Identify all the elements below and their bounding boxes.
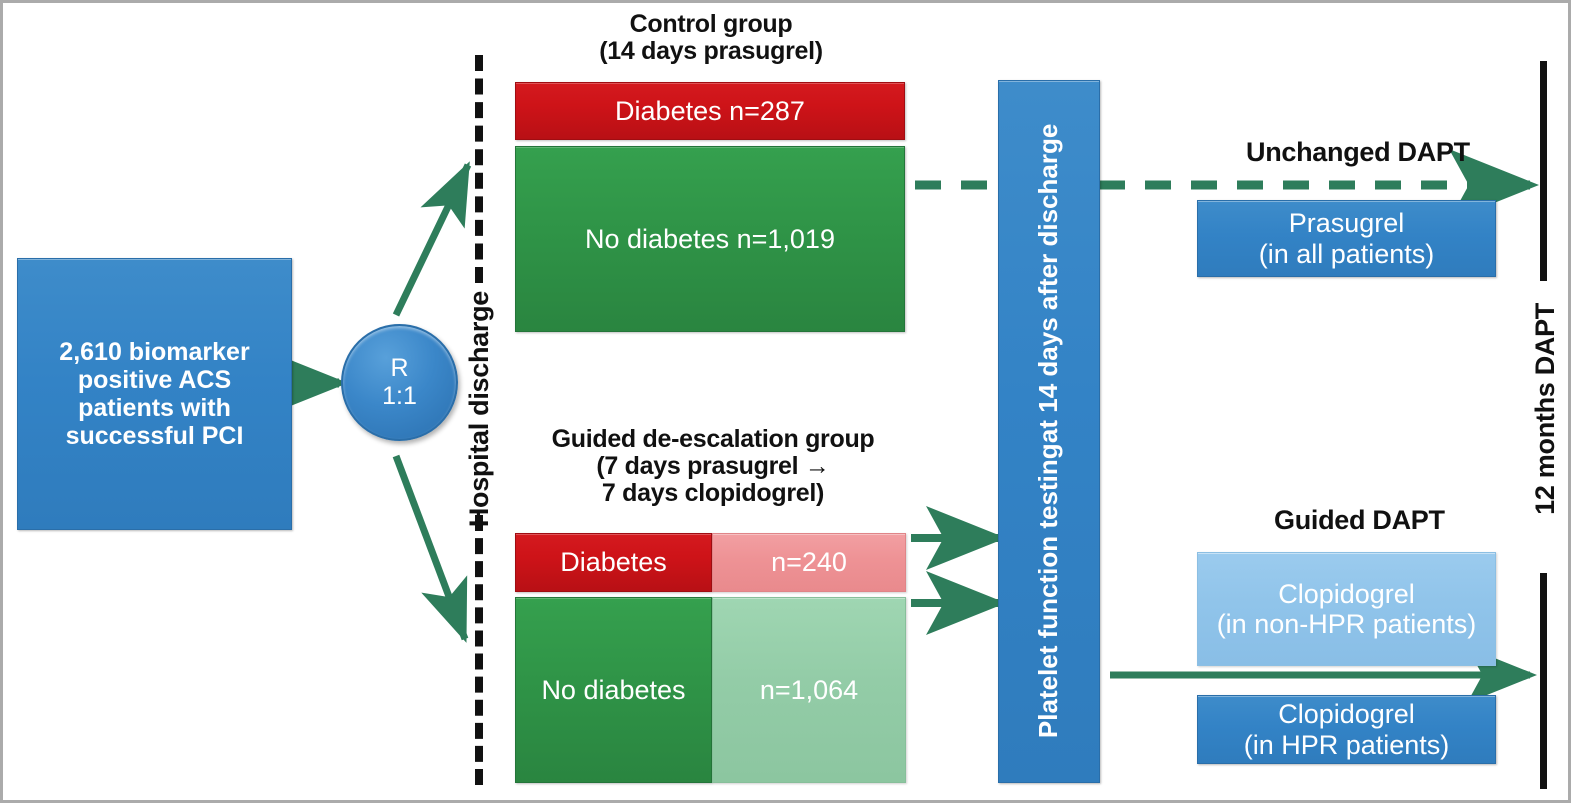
deescalation-diabetes-label: Diabetes (560, 547, 667, 578)
enrollment-label: 2,610 biomarker positive ACS patients wi… (59, 338, 250, 450)
deescalation-diabetes-count: n=240 (771, 547, 847, 578)
deescalation-diabetes-box: Diabetes (515, 533, 712, 592)
hospital-discharge-label: Hospital discharge (464, 291, 494, 528)
platelet-testing-label: Platelet function testing at 14 days aft… (1033, 124, 1064, 739)
clopidogrel-non-hpr-box: Clopidogrel (in non-HPR patients) (1197, 552, 1496, 666)
randomization-label-ratio: 1:1 (382, 381, 417, 410)
deescalation-no-diabetes-label: No diabetes (541, 674, 686, 705)
control-no-diabetes-box: No diabetes n=1,019 (515, 146, 905, 332)
randomization-label-r: R (390, 354, 409, 382)
dapt-timeline-rule-top (1540, 61, 1547, 281)
platelet-testing-line1: Platelet function testing (1033, 443, 1064, 739)
clopidogrel-non-hpr-line1: Clopidogrel (1278, 578, 1415, 609)
dapt-duration-label: 12 months DAPT (1530, 303, 1560, 515)
deescalation-heading-line3: 7 days clopidogrel) (601, 479, 825, 507)
guided-dapt-heading: Guided DAPT (1274, 505, 1445, 535)
platelet-function-testing-box: Platelet function testing at 14 days aft… (998, 80, 1100, 783)
control-diabetes-box: Diabetes n=287 (515, 82, 905, 140)
unchanged-dapt-heading: Unchanged DAPT (1246, 137, 1470, 167)
arrow-randomization-to-control (392, 161, 472, 317)
dapt-timeline-rule-bottom (1540, 573, 1547, 789)
deescalation-group-heading: Guided de-escalation group (7 days prasu… (503, 426, 923, 507)
prasugrel-line2: (in all patients) (1258, 238, 1435, 269)
platelet-testing-line2: at 14 days after discharge (1033, 124, 1064, 444)
deescalation-no-diabetes-count-box: n=1,064 (712, 597, 906, 783)
control-group-heading-line2: (14 days prasugrel) (599, 37, 823, 65)
control-no-diabetes-label: No diabetes n=1,019 (585, 223, 835, 254)
hospital-discharge-divider-top (475, 55, 483, 283)
control-diabetes-label: Diabetes n=287 (615, 95, 805, 126)
deescalation-diabetes-count-box: n=240 (712, 533, 906, 592)
prasugrel-all-patients-box: Prasugrel (in all patients) (1197, 200, 1496, 277)
arrow-randomization-to-deescalation (392, 454, 469, 643)
prasugrel-line1: Prasugrel (1288, 208, 1405, 239)
control-group-heading-line1: Control group (629, 10, 793, 38)
deescalation-heading-line1: Guided de-escalation group (551, 425, 875, 453)
control-group-heading: Control group (14 days prasugrel) (515, 11, 907, 65)
deescalation-no-diabetes-count: n=1,064 (759, 674, 859, 705)
clopidogrel-hpr-line1: Clopidogrel (1278, 699, 1415, 730)
randomization-circle: R 1:1 (341, 324, 458, 441)
deescalation-no-diabetes-box: No diabetes (515, 597, 712, 783)
deescalation-heading-line2: (7 days prasugrel → (596, 452, 830, 480)
hospital-discharge-divider-bottom (475, 515, 483, 785)
clopidogrel-hpr-box: Clopidogrel (in HPR patients) (1197, 695, 1496, 764)
enrollment-box: 2,610 biomarker positive ACS patients wi… (17, 258, 292, 530)
clopidogrel-non-hpr-line2: (in non-HPR patients) (1216, 609, 1477, 639)
clopidogrel-hpr-line2: (in HPR patients) (1243, 729, 1450, 760)
